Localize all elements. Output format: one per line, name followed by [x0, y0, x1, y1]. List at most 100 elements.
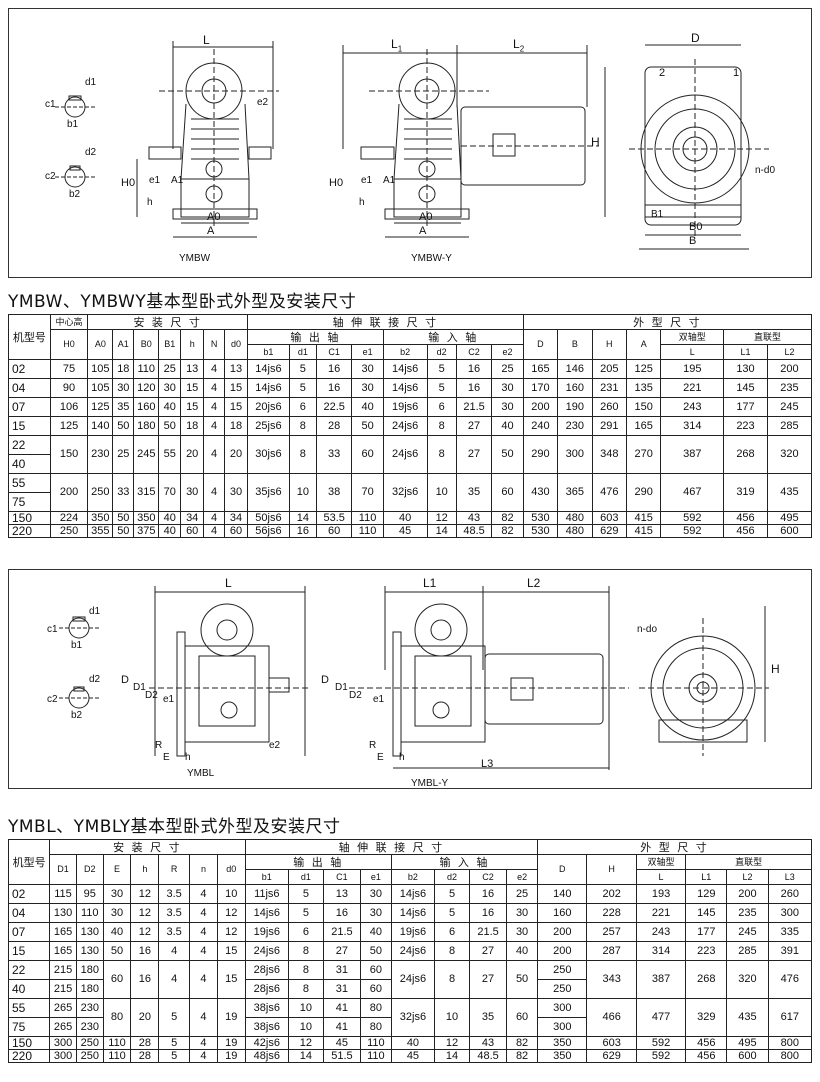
table-cell: 14 [426, 524, 457, 538]
table-cell: 135 [626, 378, 662, 398]
th-B: B [557, 329, 593, 360]
table-cell: 40 [491, 416, 524, 436]
th2-b2: b2 [390, 869, 436, 885]
th2-outline: 外 型 尺 寸 [537, 839, 812, 855]
table-cell: 38js6 [244, 998, 289, 1018]
th2-direct: 直联型 [685, 854, 812, 870]
table-cell: 38js6 [244, 1017, 289, 1037]
table-cell: 25js6 [247, 416, 290, 436]
model-cell: 15 [8, 416, 51, 436]
th2-L2: L2 [726, 869, 769, 885]
th-d0: d0 [224, 329, 249, 360]
table-cell: 480 [557, 511, 593, 525]
th2-install: 安 装 尺 寸 [49, 839, 246, 855]
table-cell: 177 [685, 922, 728, 942]
table-cell: 15 [216, 941, 246, 961]
table-cell: 350 [537, 1036, 588, 1050]
table-cell: 110 [133, 359, 160, 379]
th-H: H [591, 329, 628, 360]
table-cell: 4 [203, 435, 226, 474]
th2-double: 双轴型 [635, 854, 687, 870]
table-cell: 10 [216, 884, 246, 904]
label-two: 2 [659, 67, 666, 79]
table-cell: 130 [723, 359, 768, 379]
table-cell: 466 [586, 998, 637, 1037]
table-cell: 230 [87, 435, 114, 474]
th-e1: e1 [351, 344, 384, 360]
table-cell: 165 [522, 359, 559, 379]
label-B: B [689, 235, 697, 247]
table-cell: 41 [322, 998, 361, 1018]
table-cell: 50 [102, 941, 132, 961]
table-cell: 50 [359, 941, 392, 961]
table-cell: 40 [506, 941, 539, 961]
table-cell: 4 [189, 998, 218, 1037]
table-cell: 335 [767, 922, 813, 942]
table-cell: 629 [586, 1049, 637, 1063]
label-c1: c1 [45, 99, 56, 110]
table-cell: 110 [75, 903, 104, 923]
th-L1: L1 [723, 344, 768, 360]
table-cell: 250 [537, 960, 588, 980]
table-cell: 35 [112, 397, 135, 417]
table-cell: 165 [626, 416, 662, 436]
table-cell: 223 [685, 941, 728, 961]
table-cell: 82 [491, 524, 524, 538]
label-b2-b: b2 [71, 710, 83, 721]
model-cell: 22 [8, 435, 51, 455]
table-cell: 5 [288, 378, 317, 398]
label-D-y: D [321, 674, 329, 686]
table-cell: 4 [158, 960, 191, 999]
label-A1: A1 [171, 175, 184, 186]
table-cell: 20 [130, 998, 160, 1037]
table-cell: 477 [635, 998, 687, 1037]
table-cell: 4 [189, 884, 218, 904]
ymbw-drawing [55, 41, 769, 250]
th-A0: A0 [87, 329, 114, 360]
table-cell: 4 [189, 922, 218, 942]
table-cell: 285 [726, 941, 769, 961]
th2-L3: L3 [767, 869, 813, 885]
table-cell: 8 [287, 979, 324, 999]
table-cell: 45 [390, 1049, 436, 1063]
table-cell: 5 [158, 1049, 191, 1063]
table-cell: 290 [626, 473, 662, 512]
table-cell: 130 [75, 922, 104, 942]
table-cell: 48js6 [244, 1049, 289, 1063]
table-cell: 22.5 [315, 397, 353, 417]
table-cell: 140 [87, 416, 114, 436]
table-cell: 30 [359, 903, 392, 923]
table-cell: 629 [591, 524, 628, 538]
section-title-ymbw: YMBW、YMBWY基本型卧式外型及安装尺寸 [8, 292, 357, 312]
th-d2: d2 [426, 344, 457, 360]
table-cell: 35js6 [247, 473, 290, 512]
model-cell: 02 [8, 359, 51, 379]
table-cell: 14js6 [390, 884, 436, 904]
table-cell: 456 [723, 524, 768, 538]
table-cell: 40 [359, 922, 392, 942]
table-cell: 19js6 [244, 922, 289, 942]
table-cell: 3.5 [158, 884, 191, 904]
table-cell: 30 [359, 884, 392, 904]
table-cell: 5 [287, 903, 324, 923]
table-cell: 592 [660, 524, 725, 538]
table-cell: 80 [359, 1017, 392, 1037]
table-cell: 34 [224, 511, 249, 525]
table-cell: 146 [557, 359, 593, 379]
th2-L: L [635, 869, 687, 885]
table-cell: 12 [216, 903, 246, 923]
table-cell: 32js6 [390, 998, 436, 1037]
table-cell: 230 [75, 998, 104, 1018]
th-L2: L2 [766, 344, 813, 360]
label-h-y: h [359, 197, 365, 208]
label-B1: B1 [651, 209, 664, 220]
th2-D2: D2 [75, 854, 104, 885]
table-cell: 129 [685, 884, 728, 904]
table-cell: 12 [287, 1036, 324, 1050]
model-cell: 04 [8, 378, 51, 398]
label-L1-b: L1 [423, 576, 437, 590]
